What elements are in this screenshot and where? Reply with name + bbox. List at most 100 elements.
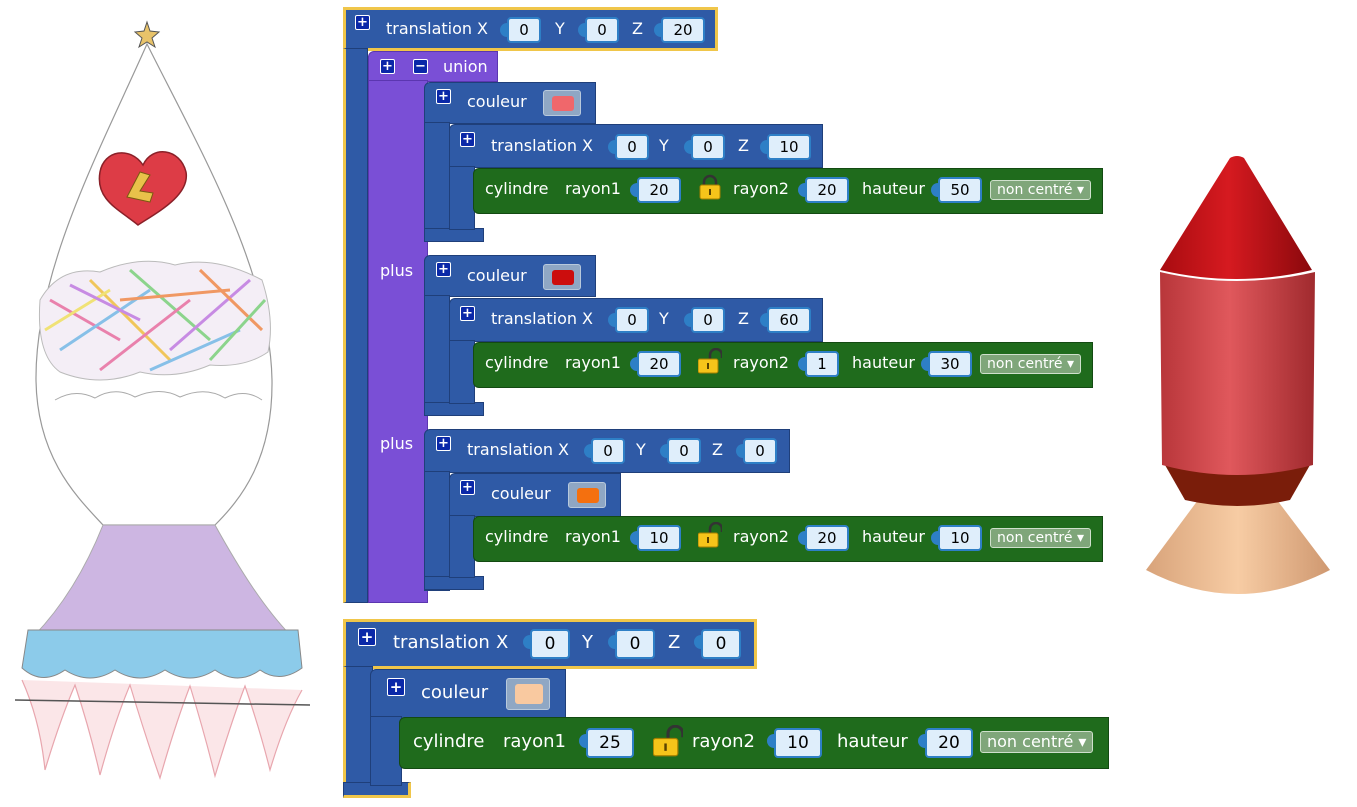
color-swatch-1-fill <box>552 96 574 111</box>
translation-3-x-input[interactable]: 0 <box>584 438 625 464</box>
rayon1-label-3: rayon1 <box>565 527 621 546</box>
translation-1-z-input[interactable]: 10 <box>760 134 811 160</box>
rayon1-bottom-label: rayon1 <box>503 731 566 752</box>
translation-z-input[interactable]: 20 <box>654 17 705 43</box>
couleur-plus-button-3[interactable]: + <box>460 480 475 495</box>
hauteur-input-1[interactable]: 50 <box>931 177 982 203</box>
translation-plus-button-1[interactable]: + <box>460 132 475 147</box>
translation-plus-button-2[interactable]: + <box>460 306 475 321</box>
couleur-bottom-plus-button[interactable]: + <box>387 678 405 696</box>
union-plus-button[interactable]: + <box>380 59 395 74</box>
union-block-body <box>368 80 428 603</box>
couleur-block-1-body <box>424 122 450 240</box>
translation-3-z-input[interactable]: 0 <box>736 438 777 464</box>
translation-2-z-input[interactable]: 60 <box>760 307 811 333</box>
rayon1-bottom-input[interactable]: 25 <box>579 728 634 758</box>
z-label-bottom: Z <box>668 632 681 653</box>
cylindre-bottom-label: cylindre <box>413 731 485 752</box>
translation-label-2: translation <box>491 309 578 328</box>
translation-bottom-z-input[interactable]: 0 <box>694 629 741 659</box>
lock-open-icon[interactable] <box>698 522 722 548</box>
couleur-label-2: couleur <box>467 266 527 285</box>
color-swatch-1[interactable] <box>543 90 581 116</box>
plus-label-2: plus <box>380 434 414 453</box>
translation-plus-button-3[interactable]: + <box>436 436 451 451</box>
hauteur-input-2[interactable]: 30 <box>921 351 972 377</box>
centering-dropdown-bottom[interactable]: non centré ▾ <box>980 731 1094 753</box>
hauteur-bottom-input[interactable]: 20 <box>918 728 973 758</box>
couleur-plus-button-2[interactable]: + <box>436 262 451 277</box>
star-icon <box>133 20 161 49</box>
rayon1-input-2[interactable]: 20 <box>630 351 681 377</box>
translation-y-input[interactable]: 0 <box>578 17 619 43</box>
z-label: Z <box>632 19 643 38</box>
color-swatch-2[interactable] <box>543 264 581 290</box>
translation-bottom-plus-button[interactable]: + <box>358 628 376 646</box>
z-label-3: Z <box>712 440 723 459</box>
couleur-label-1: couleur <box>467 92 527 111</box>
rayon1-input-3[interactable]: 10 <box>630 525 681 551</box>
couleur-block-3-body <box>449 515 475 578</box>
rayon2-input-2[interactable]: 1 <box>798 351 839 377</box>
rocket-3d-render <box>1146 156 1330 594</box>
drawing-flames <box>21 679 303 780</box>
hauteur-input-3[interactable]: 10 <box>931 525 982 551</box>
x-label-3: X <box>558 440 569 459</box>
union-label: union <box>443 57 488 76</box>
translation-bottom-y-input[interactable]: 0 <box>608 629 655 659</box>
couleur-plus-button-1[interactable]: + <box>436 89 451 104</box>
hauteur-bottom-label: hauteur <box>837 731 908 752</box>
lock-open-icon[interactable] <box>653 725 683 757</box>
translation-block-1-body <box>449 166 475 230</box>
cylindre-label-2: cylindre <box>485 353 549 372</box>
lock-closed-icon[interactable] <box>698 174 722 200</box>
translation-2-y-input[interactable]: 0 <box>684 307 725 333</box>
translation-2-x-input[interactable]: 0 <box>608 307 649 333</box>
drawing-blue-band <box>21 629 303 679</box>
rayon1-label-2: rayon1 <box>565 353 621 372</box>
translation-1-y-input[interactable]: 0 <box>684 134 725 160</box>
color-swatch-bottom-fill <box>515 684 543 704</box>
translation-block-bottom-body <box>343 666 373 797</box>
couleur-bottom-label: couleur <box>421 682 489 703</box>
rayon1-input-1[interactable]: 20 <box>630 177 681 203</box>
translation-3-y-input[interactable]: 0 <box>660 438 701 464</box>
lock-open-icon[interactable] <box>698 348 722 374</box>
centering-dropdown-3[interactable]: non centré ▾ <box>990 528 1091 548</box>
rocket-drawing <box>14 20 311 780</box>
translation-label: translation <box>386 19 473 38</box>
rayon2-label-3: rayon2 <box>733 527 789 546</box>
color-swatch-3[interactable] <box>568 482 606 508</box>
translation-block-outer-body <box>343 48 368 603</box>
translation-label-3: translation <box>467 440 554 459</box>
x-label-bottom: X <box>496 632 509 653</box>
translation-bottom-x-input[interactable]: 0 <box>523 629 570 659</box>
rocket-body <box>1160 272 1315 475</box>
rayon2-bottom-input[interactable]: 10 <box>767 728 822 758</box>
color-swatch-2-fill <box>552 270 574 285</box>
translation-1-x-input[interactable]: 0 <box>608 134 649 160</box>
x-label-1: X <box>582 136 593 155</box>
hauteur-label-1: hauteur <box>862 179 925 198</box>
plus-label-1: plus <box>380 261 414 280</box>
z-label-2: Z <box>738 309 749 328</box>
couleur-block-2[interactable] <box>424 255 596 297</box>
cylindre-label-1: cylindre <box>485 179 549 198</box>
color-swatch-3-fill <box>577 488 599 503</box>
union-minus-button[interactable]: − <box>413 59 428 74</box>
rayon2-input-1[interactable]: 20 <box>798 177 849 203</box>
y-label-3: Y <box>636 440 646 459</box>
x-label: X <box>477 19 488 38</box>
translation-x-input[interactable]: 0 <box>500 17 541 43</box>
drawing-purple-skirt <box>28 524 297 641</box>
y-label-1: Y <box>659 136 669 155</box>
translation-block-2-body <box>449 340 475 404</box>
centering-dropdown-1[interactable]: non centré ▾ <box>990 180 1091 200</box>
z-label-1: Z <box>738 136 749 155</box>
expand-plus-button[interactable]: + <box>355 15 370 30</box>
rayon2-input-3[interactable]: 20 <box>798 525 849 551</box>
rayon2-label-2: rayon2 <box>733 353 789 372</box>
color-swatch-bottom[interactable] <box>506 678 550 710</box>
rayon1-label-1: rayon1 <box>565 179 621 198</box>
centering-dropdown-2[interactable]: non centré ▾ <box>980 354 1081 374</box>
